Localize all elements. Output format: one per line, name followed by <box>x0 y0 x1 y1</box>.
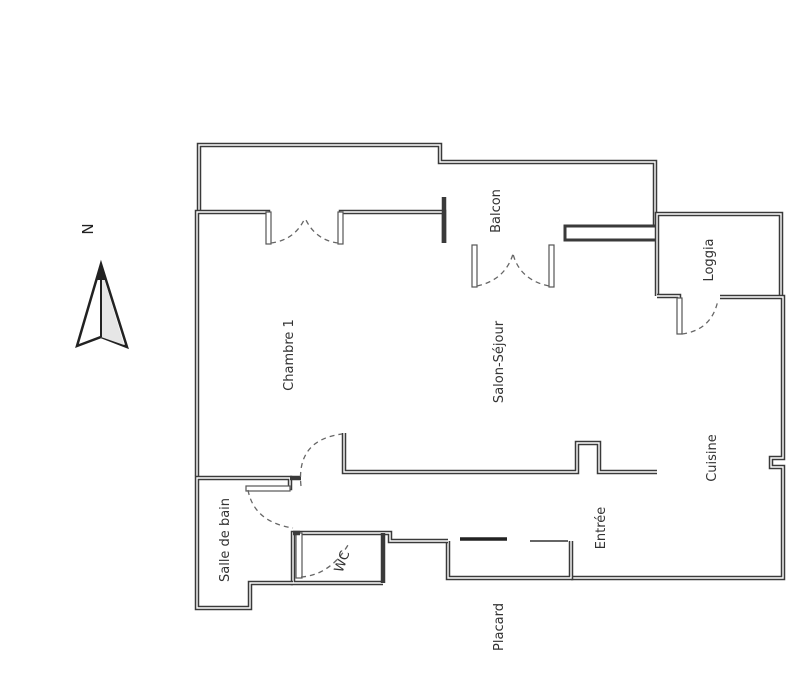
room-label-entree: Entrée <box>594 507 609 550</box>
room-label-cuisine: Cuisine <box>705 434 720 482</box>
north-arrow-icon <box>75 259 129 350</box>
exterior-walls <box>194 197 786 611</box>
room-label-placard: Placard <box>492 603 507 651</box>
room-label-balcon: Balcon <box>489 189 504 233</box>
room-label-salle-de-bain: Salle de bain <box>218 498 233 582</box>
interior-walls <box>290 433 657 579</box>
north-label: N <box>78 223 96 234</box>
doors <box>245 211 719 578</box>
balcony-walls <box>196 142 658 232</box>
room-label-wc: WC <box>332 549 354 575</box>
room-label-loggia: Loggia <box>702 238 717 281</box>
room-label-salon: Salon-Séjour <box>492 320 507 403</box>
room-label-chambre: Chambre 1 <box>282 319 297 391</box>
